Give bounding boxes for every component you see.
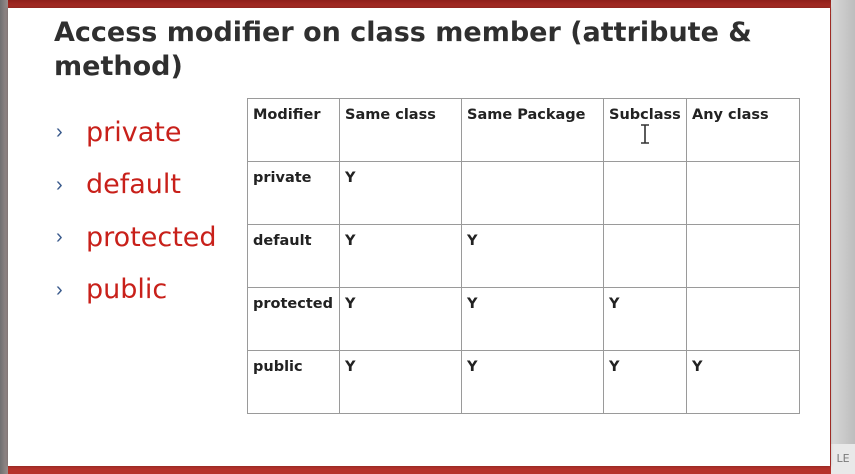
bullet-item-private: › private	[56, 106, 217, 159]
chevron-right-icon: ›	[56, 278, 63, 301]
table-cell: Y	[339, 287, 462, 351]
bullet-item-protected: › protected	[56, 211, 217, 264]
table-cell	[686, 161, 800, 225]
bullet-label: private	[86, 116, 182, 148]
table-cell	[603, 224, 687, 288]
text-cursor-icon	[641, 124, 649, 144]
table-cell: Y	[461, 287, 604, 351]
table-row: protected Y Y Y	[247, 287, 800, 351]
table-header-cell: Modifier	[247, 98, 340, 162]
bullet-item-default: › default	[56, 159, 217, 212]
table-cell: private	[247, 161, 340, 225]
table-header-cell: Same Package	[461, 98, 604, 162]
bullet-label: protected	[86, 221, 217, 253]
window-left-strip	[0, 0, 8, 474]
table-cell: Y	[603, 350, 687, 414]
chevron-right-icon: ›	[56, 121, 63, 144]
chevron-right-icon: ›	[56, 173, 63, 196]
table-cell: Y	[339, 224, 462, 288]
corner-tag: LE	[831, 444, 855, 474]
table-cell: Y	[603, 287, 687, 351]
table-header-cell: Same class	[339, 98, 462, 162]
table-cell: public	[247, 350, 340, 414]
access-modifier-table: Modifier Same class Same Package Subclas…	[247, 98, 800, 414]
slide-title: Access modifier on class member (attribu…	[54, 17, 752, 82]
table-cell	[686, 224, 800, 288]
table-cell: Y	[461, 224, 604, 288]
bullet-label: public	[86, 274, 168, 306]
table-cell	[603, 161, 687, 225]
table-header-row: Modifier Same class Same Package Subclas…	[247, 98, 800, 162]
table-cell: default	[247, 224, 340, 288]
window-right-bar: LE	[831, 0, 855, 474]
table-cell: Y	[339, 350, 462, 414]
table-header-cell: Any class	[686, 98, 800, 162]
table-row: public Y Y Y Y	[247, 350, 800, 414]
table-cell: Y	[339, 161, 462, 225]
table-cell	[686, 287, 800, 351]
table-row: private Y	[247, 161, 800, 225]
bullet-label: default	[86, 169, 182, 201]
table-cell: Y	[461, 350, 604, 414]
bullet-list: › private › default › protected › public	[56, 106, 217, 316]
table-row: default Y Y	[247, 224, 800, 288]
chevron-right-icon: ›	[56, 226, 63, 249]
table-cell: Y	[686, 350, 800, 414]
table-cell: protected	[247, 287, 340, 351]
bullet-item-public: › public	[56, 264, 217, 317]
table-cell	[461, 161, 604, 225]
